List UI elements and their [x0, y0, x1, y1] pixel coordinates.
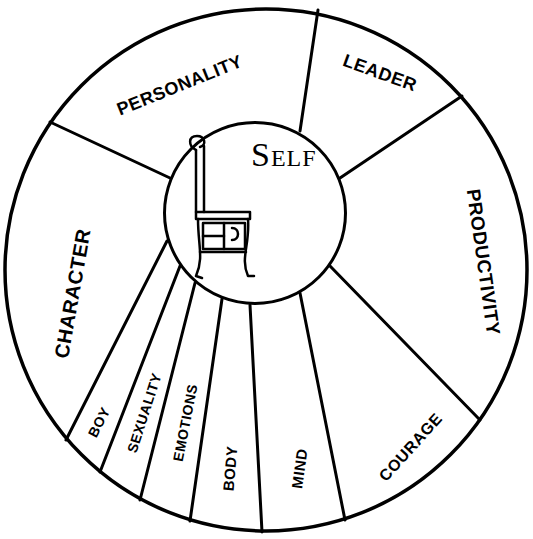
wheel-segment: COURAGE	[373, 402, 453, 488]
wheel-segment: LEADER	[337, 49, 429, 100]
segment-label: BODY	[221, 445, 241, 492]
wheel-segment: PRODUCTIVITY	[461, 184, 506, 346]
segment-label: CHARACTER	[51, 227, 95, 360]
center-title: SELF	[251, 136, 317, 174]
segment-label: EMOTIONS	[170, 383, 200, 463]
wheel-segment: BOY	[83, 396, 118, 443]
segment-label: PRODUCTIVITY	[462, 187, 503, 336]
outer-circle	[5, 9, 527, 531]
wheel-segment: BODY	[220, 435, 243, 494]
wheel-segment: CHARACTER	[49, 217, 98, 363]
wheel-segment: PERSONALITY	[111, 48, 255, 123]
segment-label: MIND	[289, 447, 311, 489]
segment-label: BOY	[86, 405, 114, 440]
chair-illustration	[190, 136, 254, 278]
divider-lines	[50, 10, 480, 532]
segment-label: PERSONALITY	[115, 52, 246, 120]
segment-label: LEADER	[341, 51, 420, 96]
segment-label: SEXUALITY	[125, 371, 165, 455]
center-circle: SELF	[163, 121, 347, 305]
wheel-segment: EMOTIONS	[169, 374, 203, 467]
segment-label: COURAGE	[376, 410, 446, 485]
wheel-segment: MIND	[287, 437, 313, 492]
wheel-segment: SEXUALITY	[123, 362, 169, 459]
